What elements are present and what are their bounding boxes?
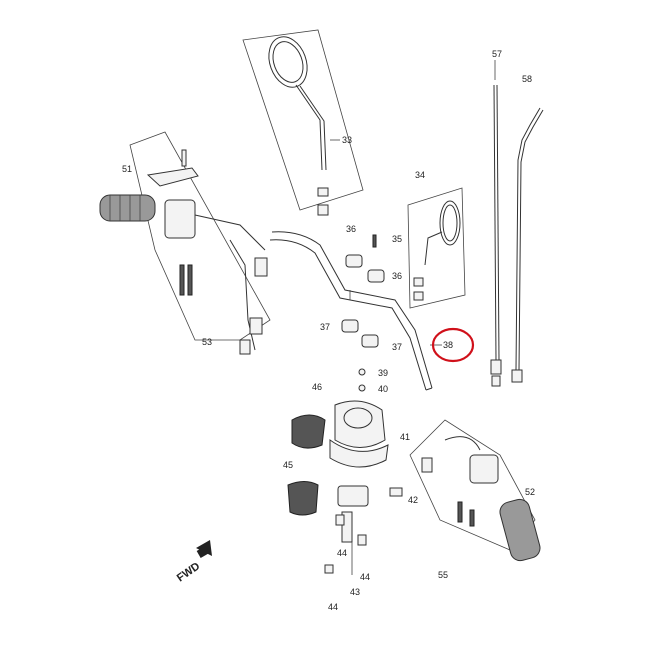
callout-37a: 37	[320, 322, 330, 332]
callout-45: 45	[283, 460, 293, 470]
cushion-45	[287, 481, 319, 516]
right-switch-housing	[421, 436, 499, 527]
callout-36b: 36	[392, 271, 402, 281]
handlebar	[269, 231, 433, 391]
callout-57: 57	[492, 49, 502, 59]
callout-55: 55	[438, 570, 448, 580]
highlight-ring	[431, 327, 475, 363]
callout-38: 38	[443, 340, 453, 350]
lower-holder	[337, 485, 369, 575]
callout-53: 53	[202, 337, 212, 347]
callout-44b: 44	[360, 572, 370, 582]
left-grip	[99, 194, 156, 222]
callout-40: 40	[378, 384, 388, 394]
clutch-lever	[146, 149, 199, 187]
lower-holders	[341, 319, 379, 348]
callout-42: 42	[408, 495, 418, 505]
callout-36a: 36	[346, 224, 356, 234]
mirror-left-panel	[242, 29, 364, 211]
bolts-39-40	[358, 368, 366, 392]
fwd-label: FWD	[175, 560, 202, 584]
callout-33: 33	[342, 135, 352, 145]
mirror-right-panel	[407, 187, 466, 309]
right-switch-panel	[409, 419, 536, 551]
upper-holders	[345, 234, 385, 283]
bolt-42	[389, 487, 403, 497]
callout-39: 39	[378, 368, 388, 378]
callout-34: 34	[415, 170, 425, 180]
callout-46: 46	[312, 382, 322, 392]
bolts-44	[324, 514, 367, 574]
callout-52: 52	[525, 487, 535, 497]
cable-57	[490, 60, 502, 387]
callout-37b: 37	[392, 342, 402, 352]
callout-41: 41	[400, 432, 410, 442]
cushion-46	[291, 414, 326, 449]
callout-35: 35	[392, 234, 402, 244]
callout-44c: 44	[328, 602, 338, 612]
right-grip	[499, 498, 541, 562]
forward-arrow-icon	[196, 540, 212, 558]
callout-58: 58	[522, 74, 532, 84]
callout-51: 51	[122, 164, 132, 174]
callout-44a: 44	[337, 548, 347, 558]
callout-43: 43	[350, 587, 360, 597]
mirror-right	[413, 200, 461, 301]
left-switch-housing	[164, 199, 268, 355]
cable-58	[511, 107, 544, 383]
mirror-left	[268, 36, 329, 216]
left-switch-panel	[129, 131, 271, 341]
top-bridge	[329, 400, 389, 468]
